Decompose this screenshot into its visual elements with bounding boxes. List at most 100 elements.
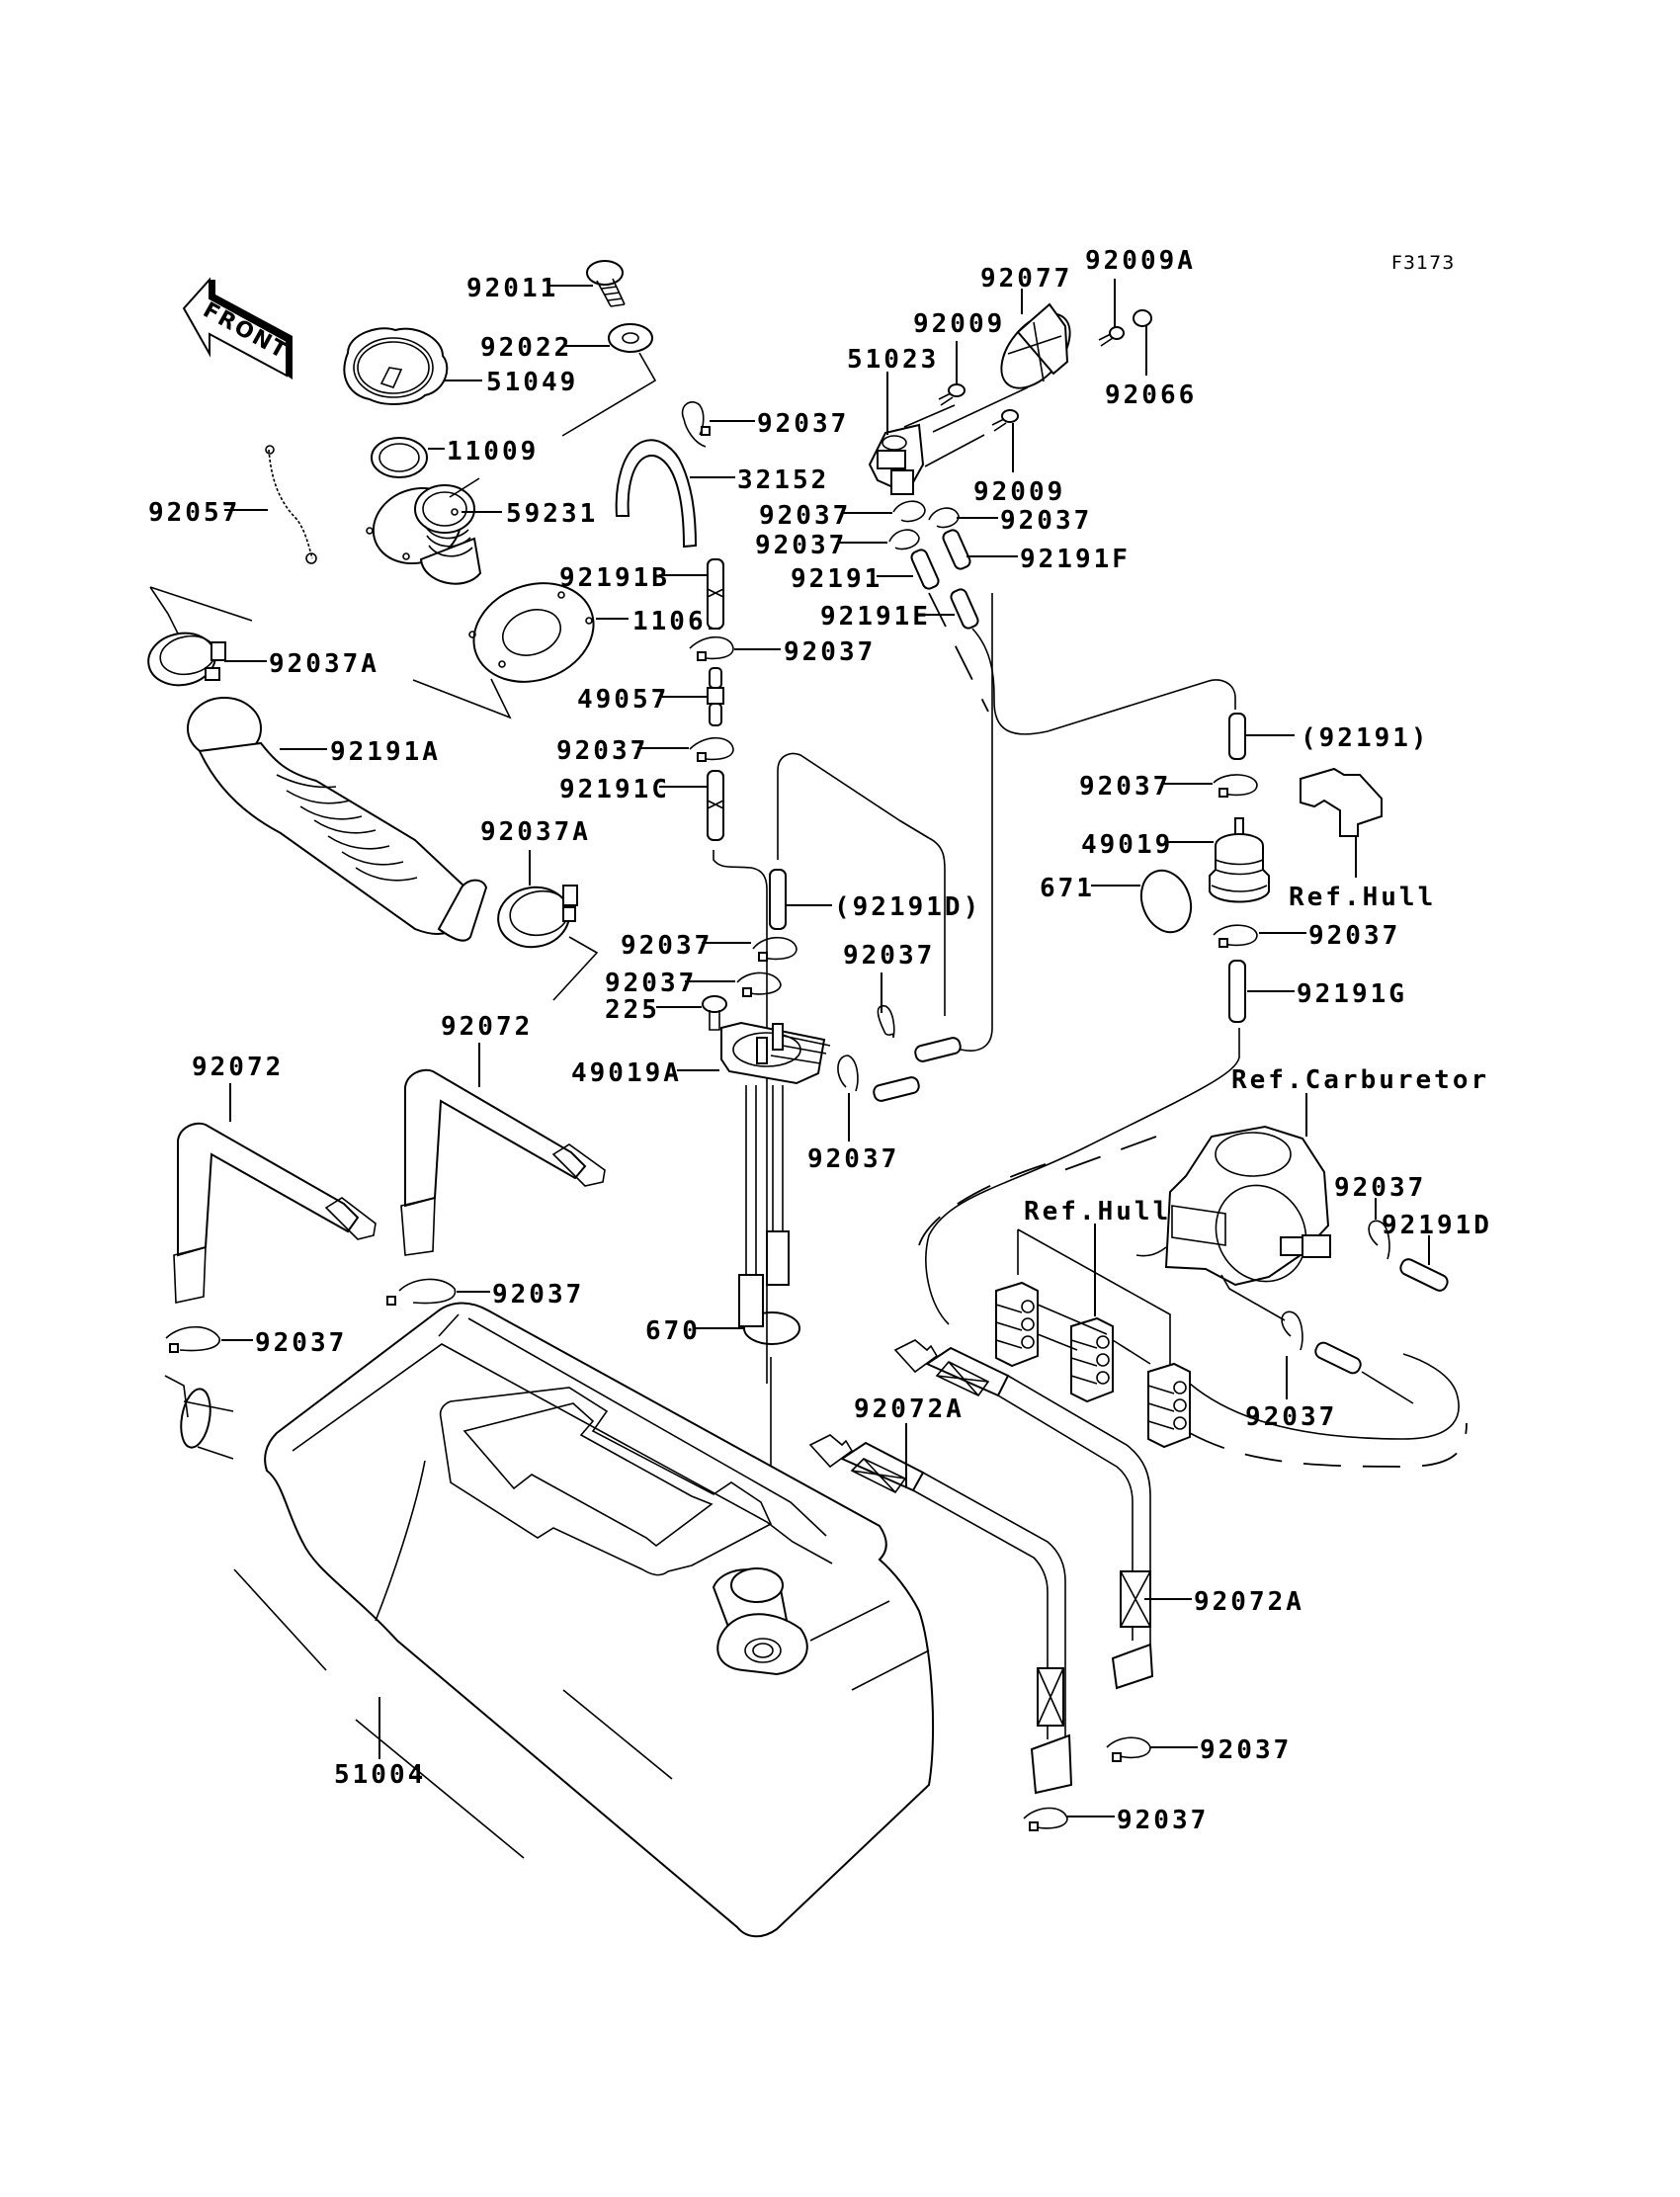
clip-92037: [1213, 924, 1258, 948]
hose-92191C: [707, 770, 724, 841]
clip-92037: [1106, 1736, 1151, 1762]
label-92037-valve-3[interactable]: 92037: [755, 531, 847, 560]
label-92037-filter-2[interactable]: 92037: [1308, 921, 1400, 951]
flange-gasket-11061: [468, 582, 595, 683]
label-92191G[interactable]: 92191G: [1297, 979, 1407, 1009]
label-92037-strapA-2[interactable]: 92037: [1117, 1806, 1209, 1835]
screw-92009A: [1098, 326, 1125, 347]
screw-225: [702, 995, 727, 1031]
label-92191-ref[interactable]: (92191): [1301, 723, 1430, 753]
hose-92191D: [1399, 1258, 1449, 1292]
label-92037-carb-1[interactable]: 92037: [1334, 1173, 1426, 1203]
hose-clamp-92037A: [497, 885, 578, 949]
label-51004[interactable]: 51004: [334, 1760, 426, 1790]
tether-chain-92057: [265, 445, 317, 564]
tank-strap-92072A: [893, 1339, 1154, 1690]
clip-92037: [681, 401, 711, 448]
hose-92191F: [942, 529, 971, 570]
label-92037-valve-1[interactable]: 92037: [759, 501, 851, 531]
front-direction-arrow-icon: FRONT: [182, 277, 293, 380]
label-49057[interactable]: 49057: [577, 685, 669, 715]
label-92077[interactable]: 92077: [980, 264, 1072, 294]
label-92057[interactable]: 92057: [148, 498, 240, 528]
clip-92037: [837, 1055, 859, 1092]
label-92191D-ref[interactable]: (92191D): [834, 892, 981, 922]
label-92072-left[interactable]: 92072: [192, 1053, 284, 1082]
carburetor: [1135, 1125, 1331, 1287]
clip-92037: [689, 635, 734, 661]
label-92072-right[interactable]: 92072: [441, 1012, 533, 1042]
label-ref-hull-top[interactable]: Ref.Hull: [1289, 883, 1436, 912]
label-92191E[interactable]: 92191E: [820, 602, 931, 632]
label-92037-strapA-1[interactable]: 92037: [1200, 1735, 1292, 1765]
label-92037-strap-1[interactable]: 92037: [492, 1280, 584, 1310]
label-92072A-bottom[interactable]: 92072A: [1194, 1587, 1304, 1617]
fuel-line-path: [925, 1028, 1240, 1325]
label-92072A-top[interactable]: 92072A: [854, 1394, 965, 1424]
label-92009A[interactable]: 92009A: [1085, 246, 1196, 276]
hull-bracket: [1300, 767, 1383, 837]
label-92037-c5[interactable]: 92037: [843, 941, 935, 971]
hose-92191D-ref: [769, 869, 787, 930]
label-59231[interactable]: 59231: [506, 499, 598, 529]
hose-holder-block: [1147, 1362, 1191, 1449]
label-92009-bottom[interactable]: 92009: [973, 477, 1065, 507]
filler-cap-51049: [343, 327, 449, 405]
label-32152[interactable]: 32152: [737, 465, 829, 495]
tank-strap-92072: [400, 1068, 606, 1256]
label-92191A[interactable]: 92191A: [330, 737, 441, 767]
label-49019A[interactable]: 49019A: [571, 1058, 682, 1088]
hose-92191E: [950, 588, 979, 630]
label-670[interactable]: 670: [645, 1316, 701, 1346]
label-92066[interactable]: 92066: [1105, 380, 1197, 410]
label-ref-carburetor[interactable]: Ref.Carburetor: [1231, 1065, 1489, 1095]
clip-92037: [892, 500, 926, 523]
label-92191[interactable]: 92191: [791, 564, 882, 594]
label-92009-top[interactable]: 92009: [913, 309, 1005, 339]
label-92037-c6[interactable]: 92037: [807, 1144, 899, 1174]
hose-holder-block: [1070, 1316, 1114, 1403]
screw-92009: [938, 383, 966, 406]
label-92191F[interactable]: 92191F: [1020, 545, 1131, 574]
label-92011[interactable]: 92011: [466, 274, 558, 303]
label-92037-filter-1[interactable]: 92037: [1079, 772, 1171, 802]
label-92037-c4[interactable]: 92037: [605, 969, 697, 998]
label-92037-c1[interactable]: 92037: [784, 637, 876, 667]
screw-92009: [991, 409, 1019, 432]
clip-92037: [736, 972, 782, 997]
hose-92191B: [707, 558, 724, 630]
nut-92066: [1133, 309, 1152, 327]
label-92037-carb-2[interactable]: 92037: [1245, 1402, 1337, 1432]
label-92191C[interactable]: 92191C: [559, 775, 670, 804]
gasket-11009: [371, 437, 428, 478]
label-ref-hull-bottom[interactable]: Ref.Hull: [1024, 1197, 1171, 1226]
label-92037A-1[interactable]: 92037A: [269, 649, 379, 679]
label-92037-c2[interactable]: 92037: [556, 736, 648, 766]
label-92191B[interactable]: 92191B: [559, 563, 670, 593]
label-11009[interactable]: 11009: [447, 437, 539, 466]
label-92037-strap-2[interactable]: 92037: [255, 1328, 347, 1358]
figure-code: F3173: [1391, 252, 1455, 274]
label-92037-valve-2[interactable]: 92037: [1000, 506, 1092, 536]
hose-holder-block: [995, 1281, 1039, 1368]
label-92022[interactable]: 92022: [480, 333, 572, 363]
label-51023[interactable]: 51023: [847, 345, 939, 375]
label-49019[interactable]: 49019: [1081, 830, 1173, 860]
label-92037A-2[interactable]: 92037A: [480, 817, 591, 847]
label-671[interactable]: 671: [1040, 874, 1095, 903]
label-92037-c3[interactable]: 92037: [621, 931, 713, 961]
fuel-line-path: [971, 628, 1236, 735]
label-92191D[interactable]: 92191D: [1382, 1211, 1492, 1240]
hose-92191-ref: [1228, 713, 1246, 760]
clip-92037: [1368, 1220, 1390, 1260]
clip-92037: [165, 1326, 220, 1353]
clip-92037: [1281, 1310, 1303, 1351]
tank-strap-92072: [173, 1122, 377, 1304]
clip-92037: [928, 507, 960, 529]
label-92037-vent[interactable]: 92037: [757, 409, 849, 439]
hose-segment: [873, 1037, 962, 1102]
label-51049[interactable]: 51049: [486, 368, 578, 397]
hose-92191: [910, 549, 940, 590]
label-225[interactable]: 225: [605, 995, 660, 1025]
